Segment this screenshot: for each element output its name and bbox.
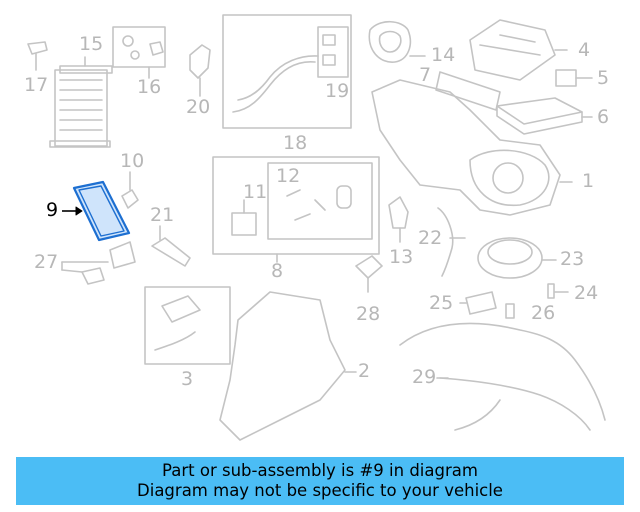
wiring-harness-29: [399, 322, 606, 421]
callout-19: 19: [325, 80, 350, 102]
group-box-19: [317, 26, 349, 78]
callout-21: 21: [150, 204, 175, 226]
sensor-10: [121, 189, 139, 209]
callout-22: 22: [418, 227, 443, 249]
callout-28: 28: [356, 303, 381, 325]
callout-24: 24: [574, 282, 599, 304]
callout-7: 7: [419, 64, 432, 86]
refrigerant-pipe: [232, 61, 316, 113]
callout-16: 16: [137, 76, 162, 98]
resistor-25: [465, 291, 497, 315]
cabin-filter-6: [496, 97, 583, 125]
callout-18: 18: [283, 132, 308, 154]
cabin-air-filter-9: [62, 180, 131, 242]
parts-diagram: [27, 14, 606, 441]
actuator-27: [109, 241, 136, 269]
evaporator-core: [49, 56, 113, 148]
duct-4: [469, 19, 556, 81]
seal-7: [435, 71, 501, 111]
callout-29: 29: [412, 366, 437, 388]
callout-6: 6: [597, 106, 610, 128]
callout-15: 15: [79, 33, 104, 55]
group-box-18: [222, 14, 352, 129]
callout-11: 11: [243, 181, 268, 203]
callout-13: 13: [389, 246, 414, 268]
bracket-20: [189, 44, 211, 79]
callout-17: 17: [24, 74, 49, 96]
blower-motor-23: [477, 237, 543, 279]
hvac-housing-1: [371, 79, 561, 216]
callout-2: 2: [358, 360, 371, 382]
group-box-8: [212, 156, 380, 255]
callout-9: 9: [46, 199, 59, 221]
callout-14: 14: [431, 44, 456, 66]
connector-21: [151, 237, 191, 267]
callout-12: 12: [276, 165, 301, 187]
group-box-11-12: [267, 162, 373, 240]
group-box-3: [144, 286, 231, 365]
group-box-16: [112, 26, 166, 68]
callout-27: 27: [34, 251, 59, 273]
callout-10: 10: [120, 150, 145, 172]
callout-23: 23: [560, 248, 585, 270]
callout-4: 4: [578, 39, 591, 61]
valve-13: [388, 196, 409, 229]
bracket-17: [27, 41, 48, 55]
callout-5: 5: [597, 67, 610, 89]
clip-5: [555, 69, 577, 87]
callout-1: 1: [582, 170, 595, 192]
callout-3: 3: [181, 368, 194, 390]
banner-line-1: Part or sub-assembly is #9 in diagram: [162, 461, 478, 480]
callout-20: 20: [186, 96, 211, 118]
gasket-14: [368, 20, 412, 63]
hvac-housing-2: [219, 291, 346, 441]
hose-22: [437, 207, 454, 277]
banner-line-2: Diagram may not be specific to your vehi…: [137, 481, 503, 500]
callout-26: 26: [531, 302, 556, 324]
disclaimer-banner: Part or sub-assembly is #9 in diagram Di…: [16, 457, 624, 505]
module-11: [231, 212, 257, 236]
callout-8: 8: [271, 260, 284, 282]
bracket-28: [355, 255, 383, 279]
callout-25: 25: [429, 292, 454, 314]
